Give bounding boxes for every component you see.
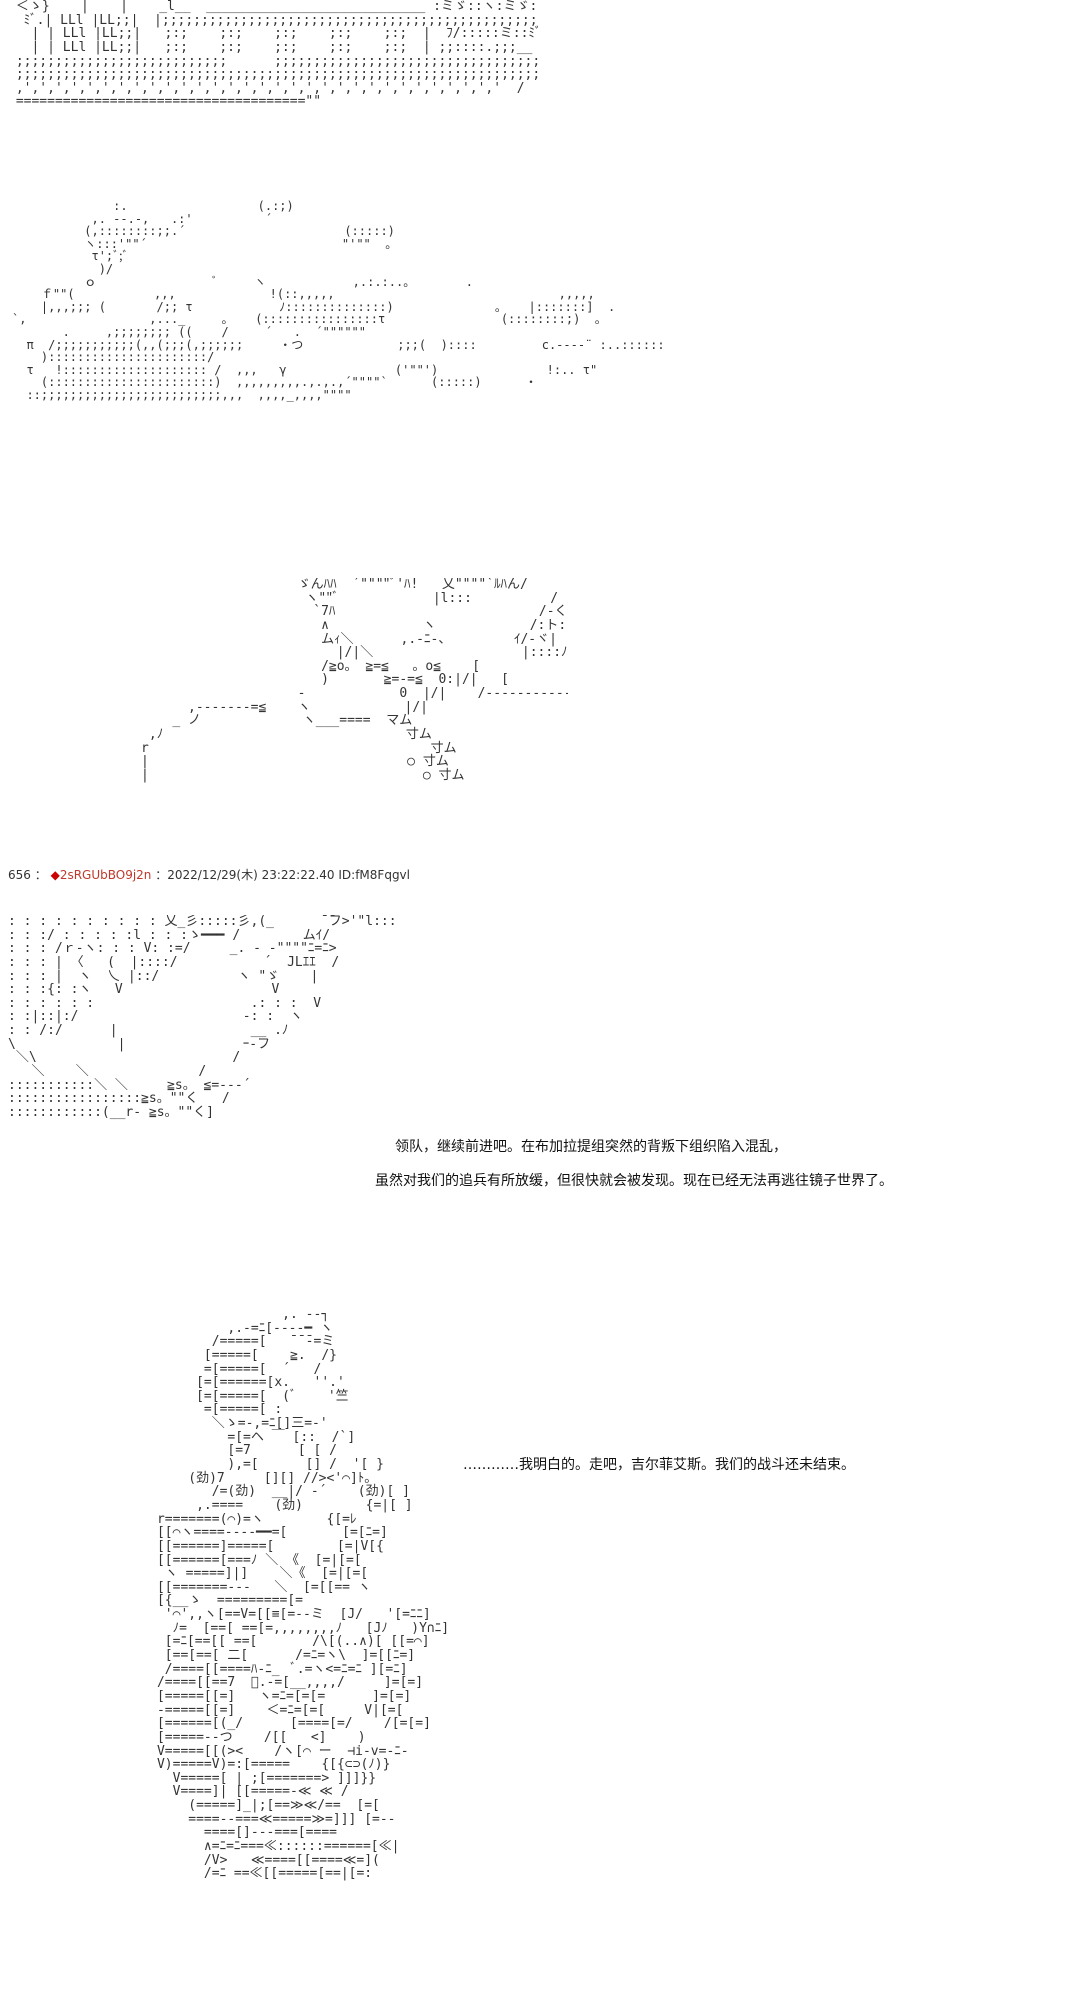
ascii-art-cityscape: ＜ゝ} | | _l__ ___________________________… — [15, 0, 538, 110]
ascii-art-character-portrait: ゞんﾊﾊ ´""""ﾞ'ﾊ! 乂""""`ﾙﾊん/ ヽ""ﾞ |l::: / `… — [141, 578, 568, 783]
post-separator: ： — [34, 868, 47, 882]
ascii-art-explosion-debris: :. (.:;) ,. -‐.-, .:' ´ (,::::::::;;.´ (… — [12, 200, 662, 402]
dialogue-line-1: 领队，继续前进吧。在布加拉提组突然的背叛下组织陷入混乱， — [395, 1139, 787, 1155]
trip-diamond-icon: ◆ — [50, 868, 60, 882]
post-timestamp: ：2022/12/29(木) 23:22:22.40 ID:fM8Fqgvl — [155, 868, 410, 882]
dialogue-line-2: 虽然对我们的追兵有所放缓，但很快就会被发现。现在已经无法再逃往镜子世界了。 — [375, 1173, 893, 1189]
ascii-art-armored-figure: ,. ‐‐┐ ,.-=ﾆ[-‐‐‐━ ヽ /=====[ ̄ ̄ ̄-=ミ [=… — [156, 1308, 450, 1882]
poster-trip: 2sRGUbBO9j2n — [59, 868, 152, 882]
post-number: 656 — [8, 868, 31, 882]
ascii-art-character-closeup: : : : : : : : : : : 乂_彡:::::彡,(_ ̄ ̄フ>'"… — [8, 915, 398, 1120]
post-header: 656 ： ◆2sRGUbBO9j2n ：2022/12/29(木) 23:22… — [8, 866, 410, 883]
dialogue-line-3: …………我明白的。走吧，吉尔菲艾斯。我们的战斗还未结束。 — [463, 1457, 855, 1473]
